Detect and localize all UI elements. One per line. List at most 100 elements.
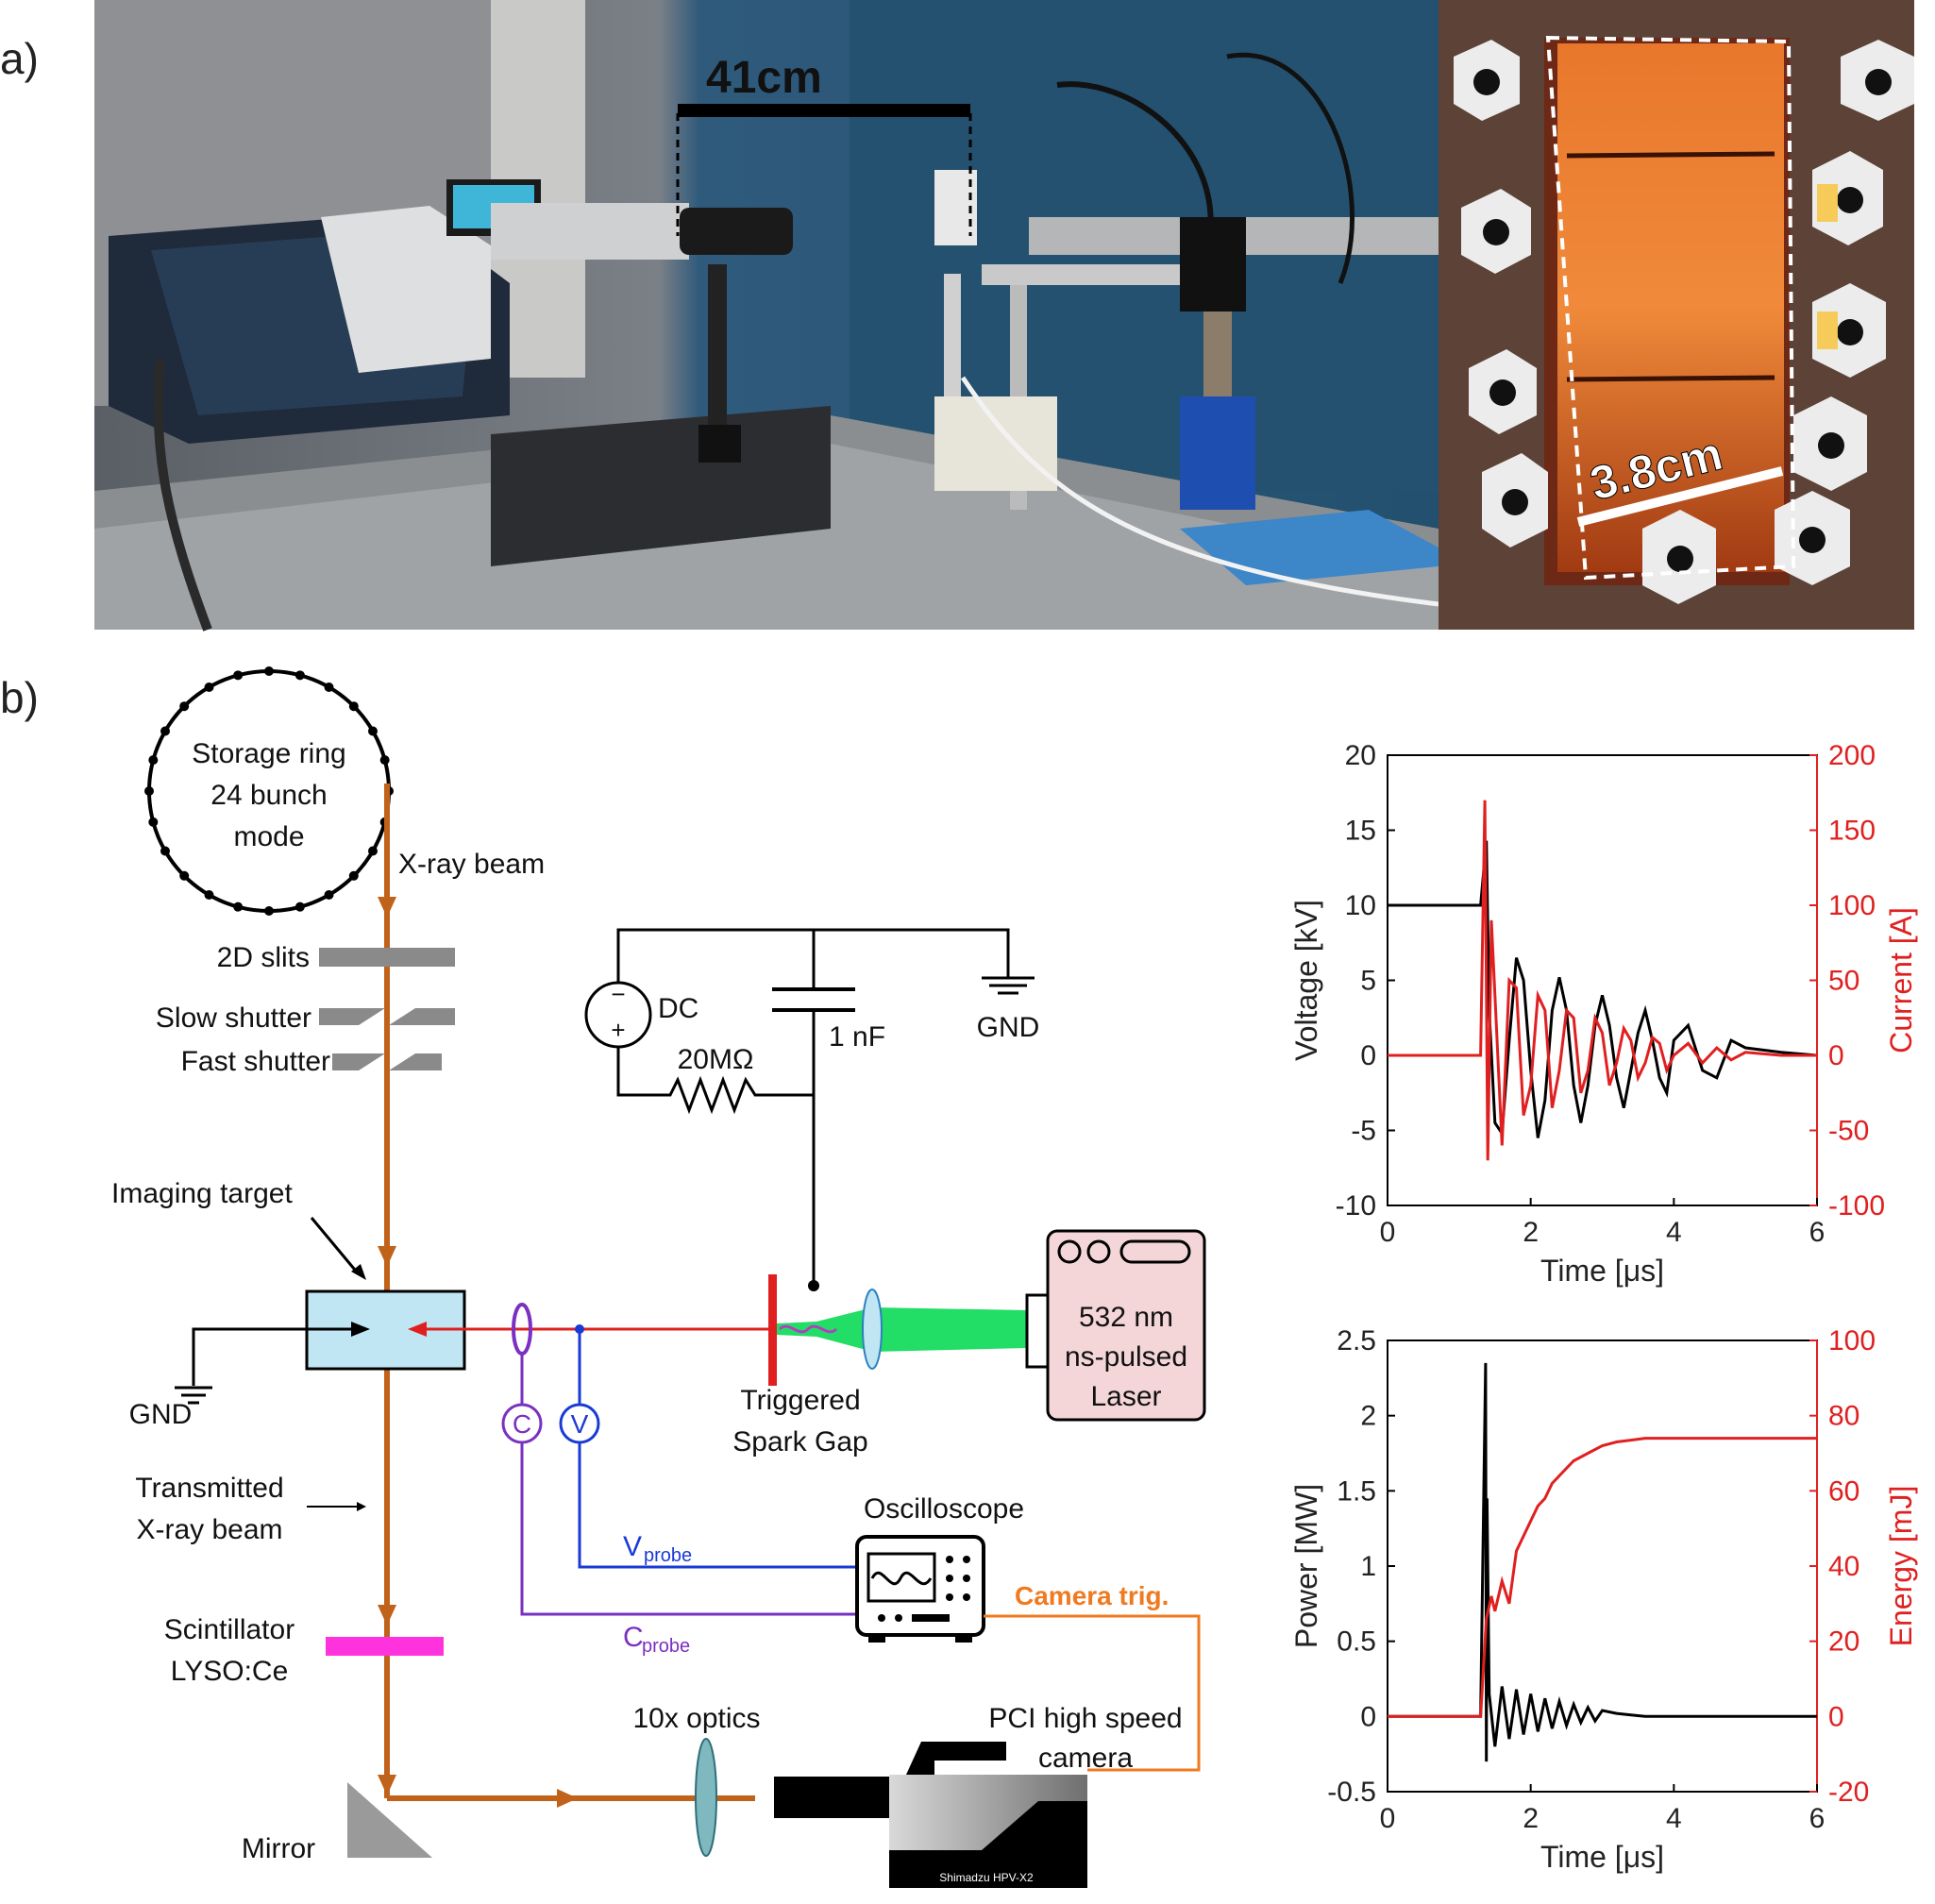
ring-bunch-dot	[179, 870, 190, 881]
laser-label-2: ns-pulsed	[1065, 1341, 1187, 1373]
ring-bunch-dot	[264, 906, 274, 916]
vprobe-sub: probe	[644, 1545, 692, 1566]
storage-ring-label-2: 24 bunch	[210, 780, 327, 811]
y-tick-label: -0.5	[1327, 1777, 1376, 1808]
y-tick-label: 2.5	[1337, 1325, 1376, 1356]
y2-tick-label: 0	[1828, 1701, 1844, 1732]
series-line-right	[1388, 800, 1817, 1161]
capacitor-label: 1 nF	[829, 1021, 885, 1053]
x-tick-label: 2	[1523, 1803, 1539, 1834]
oscilloscope: Oscilloscope Camera trig.	[855, 1493, 1201, 1772]
y2-tick-label: 200	[1828, 740, 1876, 771]
ring-bunch-dot	[379, 755, 390, 766]
target-cell-photo: 3.8cm	[1439, 0, 1914, 630]
hv-circuit: GND − + DC 20MΩ 1 nF	[584, 928, 1040, 1291]
y-axis-label: Power [MW]	[1289, 1484, 1323, 1648]
dc-minus: −	[611, 980, 625, 1008]
ring-bunch-dot	[348, 870, 359, 881]
y-tick-label: 10	[1345, 890, 1376, 921]
y-tick-label: 0	[1360, 1701, 1376, 1732]
ring-bunch-dot	[324, 889, 334, 900]
y-tick-label: 2	[1360, 1401, 1376, 1432]
scale-bar-41cm: 41cm	[676, 53, 972, 236]
x-tick-label: 4	[1666, 1217, 1682, 1248]
ring-bunch-dot	[324, 682, 334, 693]
x-tick-label: 0	[1380, 1217, 1396, 1248]
probe-c-symbol: C	[513, 1409, 531, 1439]
x-tick-label: 2	[1523, 1217, 1539, 1248]
ring-bunch-dot	[204, 889, 214, 900]
panel-b-letter: b)	[0, 673, 39, 722]
ring-bunch-dot	[160, 726, 171, 736]
scintillator-label-2: LYSO:Ce	[171, 1656, 289, 1687]
y2-tick-label: 150	[1828, 816, 1876, 847]
transmitted-label-2: X-ray beam	[136, 1514, 282, 1545]
ring-bunch-dot	[204, 682, 214, 693]
lab-photo	[94, 0, 1439, 632]
ring-bunch-dot	[233, 901, 244, 912]
y2-tick-label: 40	[1828, 1551, 1859, 1582]
ring-bunch-dot	[367, 726, 378, 736]
ring-bunch-dot	[144, 786, 154, 796]
y-tick-label: -5	[1351, 1116, 1376, 1147]
panel-a-letter: a)	[0, 34, 39, 83]
cprobe-label: C	[623, 1622, 644, 1653]
y-tick-label: 0.5	[1337, 1626, 1376, 1658]
scale-bar-41cm-label: 41cm	[706, 53, 822, 103]
laser-label-3: Laser	[1090, 1381, 1161, 1412]
camera-trig-label: Camera trig.	[1015, 1581, 1169, 1610]
ring-bunch-dot	[264, 666, 274, 676]
y2-tick-label: -20	[1828, 1777, 1869, 1808]
ring-bunch-dot	[160, 846, 171, 856]
spark-gap-label-2: Spark Gap	[732, 1426, 867, 1457]
y-tick-label: 1	[1360, 1551, 1376, 1582]
transmitted-arrow	[307, 1502, 366, 1511]
series-line-left	[1388, 1362, 1817, 1762]
probes: C V V probe C probe	[501, 1303, 857, 1657]
y2-tick-label: 20	[1828, 1626, 1859, 1658]
y2-tick-label: 100	[1828, 1325, 1876, 1356]
y-tick-label: 20	[1345, 740, 1376, 771]
plot-frame	[1387, 1340, 1818, 1793]
scintillator: Scintillator LYSO:Ce	[164, 1614, 444, 1687]
y2-axis-label: Energy [mJ]	[1884, 1486, 1918, 1647]
ring-bunch-dot	[294, 670, 305, 681]
y2-tick-label: 60	[1828, 1475, 1859, 1507]
oscilloscope-label: Oscilloscope	[864, 1493, 1024, 1525]
imaging-target-label: Imaging target	[111, 1178, 293, 1209]
transmitted-label-1: Transmitted	[135, 1473, 283, 1504]
x-axis-label: Time [μs]	[1540, 1254, 1664, 1288]
imaging-target: Imaging target GND	[111, 1178, 466, 1430]
laser-label-1: 532 nm	[1079, 1302, 1173, 1333]
dc-plus: +	[611, 1016, 625, 1044]
dc-label: DC	[658, 993, 698, 1024]
y-tick-label: 1.5	[1337, 1475, 1376, 1507]
ring-bunch-dot	[367, 846, 378, 856]
series-line-left	[1388, 840, 1818, 1138]
ring-bunch-dot	[148, 755, 159, 766]
ring-bunch-dot	[148, 817, 159, 827]
series-line-right	[1388, 1437, 1817, 1718]
y-axis-label: Voltage [kV]	[1289, 900, 1323, 1061]
cprobe-sub: probe	[642, 1636, 690, 1657]
spark-gap-label-1: Triggered	[740, 1385, 860, 1416]
camera-label-1: PCI high speed	[988, 1703, 1182, 1734]
x-tick-label: 6	[1809, 1217, 1826, 1248]
x-tick-label: 4	[1666, 1803, 1682, 1834]
x-tick-label: 6	[1809, 1803, 1826, 1834]
optics-label: 10x optics	[632, 1703, 760, 1734]
y-tick-label: -10	[1336, 1190, 1376, 1222]
mirror: Mirror	[242, 1782, 432, 1864]
optics-lens: 10x optics	[632, 1703, 761, 1857]
gnd-right-label: GND	[977, 1012, 1040, 1043]
x-tick-label: 0	[1380, 1803, 1396, 1834]
y-tick-label: 5	[1360, 966, 1376, 997]
camera-model-label: Shimadzu HPV-X2	[939, 1871, 1034, 1884]
x-axis-label: Time [μs]	[1540, 1840, 1664, 1874]
fast-shutter-label: Fast shutter	[181, 1046, 330, 1077]
laser-source: 532 nm ns-pulsed Laser	[1025, 1229, 1206, 1422]
gnd-left-label: GND	[129, 1399, 193, 1430]
y2-axis-label: Current [A]	[1884, 907, 1918, 1053]
